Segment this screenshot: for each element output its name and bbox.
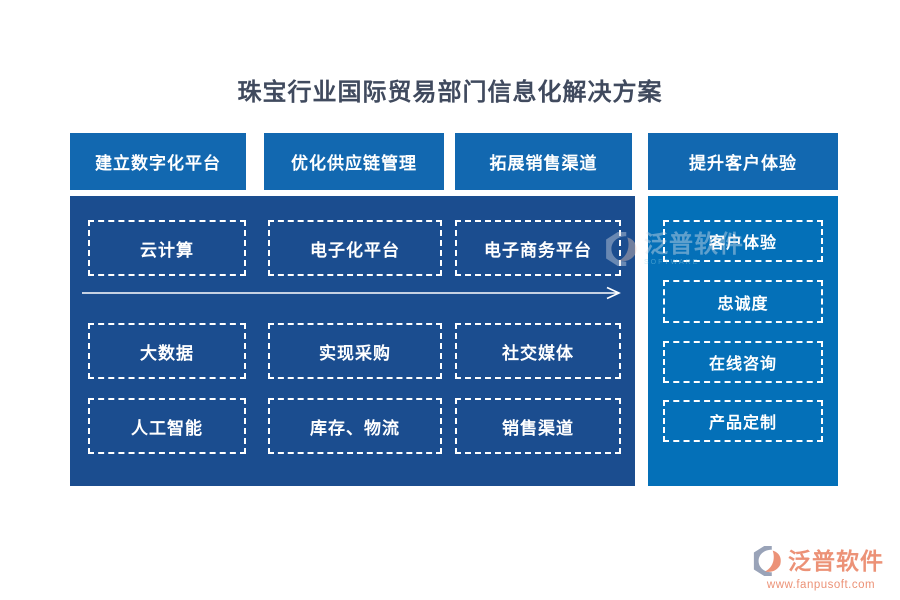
right-arrow-icon: [82, 286, 621, 300]
header-button-sales-channels: 拓展销售渠道: [455, 133, 632, 190]
box-online-consultation: 在线咨询: [663, 341, 823, 383]
fanpu-logo-icon: [753, 545, 781, 577]
header-button-customer-experience: 提升客户体验: [648, 133, 838, 190]
box-sales-channel: 销售渠道: [455, 398, 621, 454]
page-title: 珠宝行业国际贸易部门信息化解决方案: [237, 79, 663, 106]
main-panel: 云计算 电子化平台 电子商务平台 大数据 实现采购 社交媒体 人工智能 库存、物…: [70, 196, 635, 486]
header-button-supply-chain: 优化供应链管理: [264, 133, 444, 190]
box-inventory-logistics: 库存、物流: [268, 398, 442, 454]
right-panel: 客户体验 忠诚度 在线咨询 产品定制: [648, 196, 838, 486]
box-big-data: 大数据: [88, 323, 246, 379]
box-customer-experience: 客户体验: [663, 220, 823, 262]
footer-logo: 泛普软件 www.fanpusoft.com: [752, 545, 892, 591]
box-ecommerce-platform: 电子商务平台: [455, 220, 621, 276]
box-product-customization: 产品定制: [663, 400, 823, 442]
brand-url: www.fanpusoft.com: [766, 579, 876, 591]
box-electronic-platform: 电子化平台: [268, 220, 442, 276]
brand-name: 泛普软件: [788, 547, 884, 574]
box-procurement: 实现采购: [268, 323, 442, 379]
box-social-media: 社交媒体: [455, 323, 621, 379]
box-cloud-computing: 云计算: [88, 220, 246, 276]
header-button-digital-platform: 建立数字化平台: [70, 133, 246, 190]
box-loyalty: 忠诚度: [663, 280, 823, 323]
box-artificial-intelligence: 人工智能: [88, 398, 246, 454]
